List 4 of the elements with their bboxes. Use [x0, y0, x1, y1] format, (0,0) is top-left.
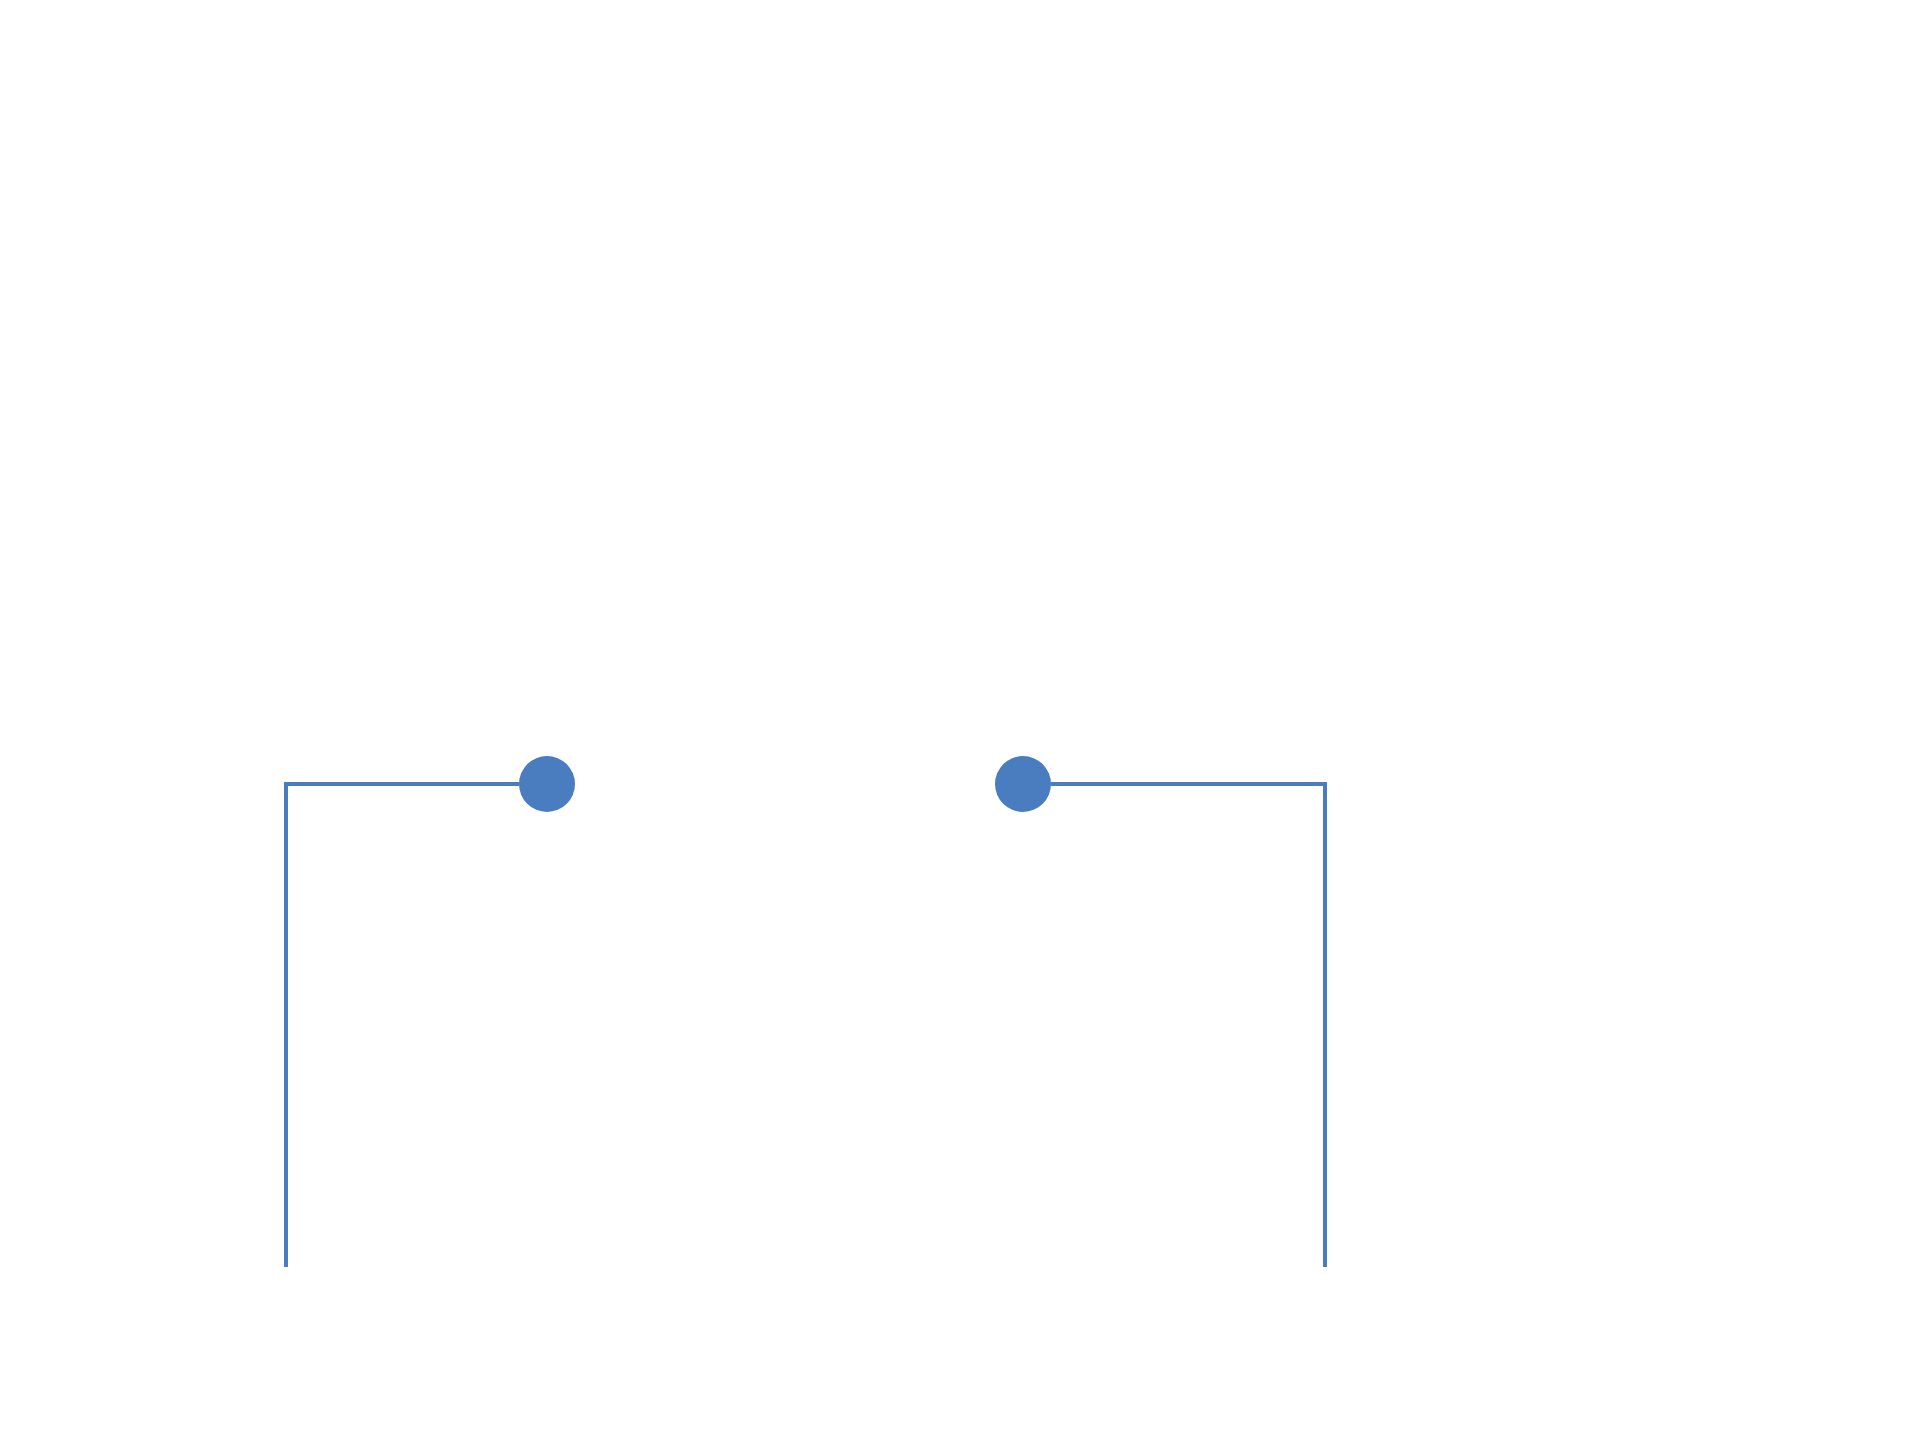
dot-node [519, 756, 575, 812]
connector-line [284, 782, 519, 1267]
dot-node [995, 756, 1051, 812]
connector-line [1051, 782, 1327, 1267]
